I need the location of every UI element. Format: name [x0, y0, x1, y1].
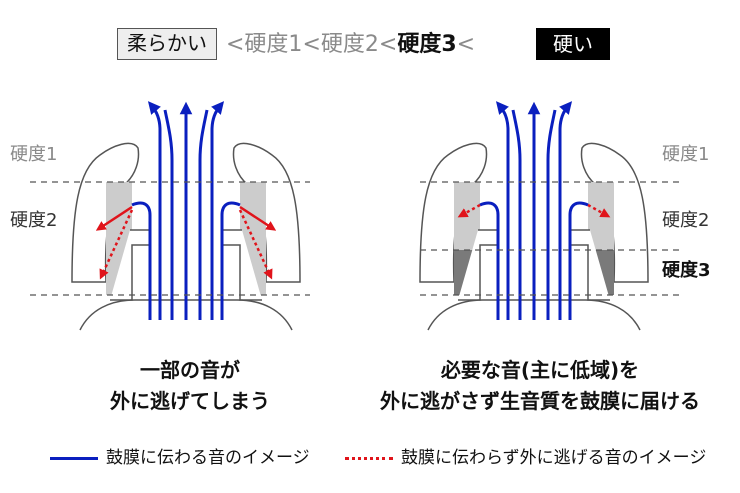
step-3: 硬度3 — [397, 32, 457, 57]
right-caption-line1: 必要な音(主に低域)を — [440, 358, 640, 382]
right-caption-line2: 外に逃がさず生音質を鼓膜に届ける — [380, 389, 700, 413]
legend-dotted-label: 鼓膜に伝わらず外に逃げる音のイメージ — [401, 448, 707, 468]
right-blue-sound-lines — [479, 101, 589, 320]
right-level2-label: 硬度2 — [662, 210, 709, 231]
right-level3-label: 硬度3 — [662, 259, 711, 281]
left-caption-line2: 外に逃げてしまう — [110, 389, 270, 413]
right-caption: 必要な音(主に低域)を 外に逃がさず生音質を鼓膜に届ける — [350, 355, 730, 417]
hardness-steps: <硬度1<硬度2<硬度3< — [226, 30, 475, 60]
legend-dotted-swatch — [345, 456, 393, 460]
left-level1-label: 硬度1 — [10, 144, 57, 165]
step-2: <硬度2< — [302, 32, 398, 57]
level-lines — [30, 181, 680, 296]
hard-label: 硬い — [536, 28, 610, 60]
left-blue-sound-lines — [131, 101, 241, 320]
soft-label: 柔らかい — [117, 28, 217, 60]
right-level1-label: 硬度1 — [662, 144, 709, 165]
legend-solid-label: 鼓膜に伝わる音のイメージ — [106, 448, 310, 468]
legend-dotted: 鼓膜に伝わらず外に逃げる音のイメージ — [345, 446, 706, 470]
legend-solid-swatch — [50, 456, 98, 460]
step-1: <硬度1 — [226, 32, 303, 57]
step-end: < — [456, 32, 476, 57]
right-eartip — [419, 101, 649, 331]
left-caption: 一部の音が 外に逃げてしまう — [70, 355, 310, 417]
left-caption-line1: 一部の音が — [140, 358, 240, 382]
left-eartip — [71, 101, 301, 331]
legend-solid: 鼓膜に伝わる音のイメージ — [50, 446, 310, 470]
hardness-scale: 柔らかい <硬度1<硬度2<硬度3< 硬い — [0, 28, 740, 64]
left-red-arrows — [95, 205, 277, 280]
left-level2-label: 硬度2 — [10, 210, 57, 231]
